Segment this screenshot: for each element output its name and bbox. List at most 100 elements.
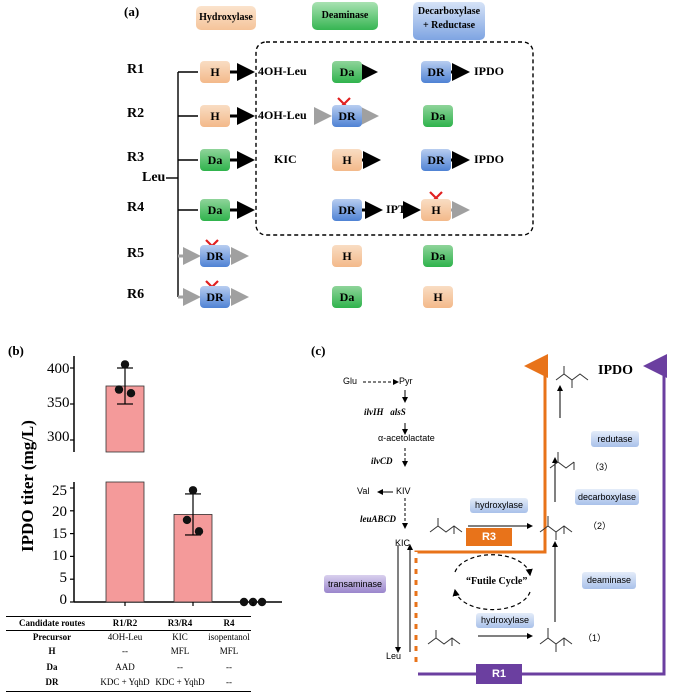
leuabcd-label: leuABCD	[360, 514, 397, 524]
ytick-20: 20	[52, 504, 67, 520]
leu-pathway-label: Leu	[386, 651, 402, 661]
r6-hydroxylase: H	[423, 286, 453, 308]
data-point	[194, 527, 204, 536]
row-label-r3: R3	[127, 150, 145, 165]
table-row-precursor: Precursor	[32, 632, 72, 642]
r3-deaminase: Da	[200, 149, 230, 171]
kiv-label: KIV	[396, 486, 411, 496]
table-cell: 4OH-Leu	[107, 632, 143, 642]
header-decarboxylase: Decarboxylase	[417, 6, 481, 17]
table-row-dr: DR	[45, 677, 59, 687]
upstream-arrows	[363, 379, 563, 653]
acetolactate-label: α-acetolactate	[378, 433, 435, 443]
hydroxylase-box-bottom: hydroxylase	[476, 613, 534, 628]
table-header-rule	[6, 630, 251, 631]
data-point	[239, 597, 249, 607]
r1-hydroxylase: H	[200, 61, 230, 83]
header-decarboxylase-reductase: Decarboxylase + Reductase	[413, 2, 485, 40]
ytick-300: 300	[47, 429, 70, 445]
r3-route-label: R3	[466, 528, 512, 546]
ytick-5: 5	[59, 570, 68, 586]
r2-decarboxylase-reductase: DR	[332, 105, 362, 127]
glu-label: Glu	[343, 376, 358, 386]
table-cell: --	[226, 662, 232, 672]
table-cell: --	[122, 646, 128, 656]
ipdo-title: IPDO	[598, 363, 633, 378]
table-cell: KDC + YqhD	[155, 677, 205, 687]
table-header-r4: R4	[223, 618, 235, 628]
table-header-r1r2: R1/R2	[112, 618, 138, 628]
table-bottom-rule	[6, 691, 251, 692]
r1-route-label: R1	[476, 664, 522, 684]
r2-deaminase: Da	[423, 105, 453, 127]
data-point	[120, 360, 130, 369]
table-cell: AAD	[115, 662, 135, 672]
ytick-15: 15	[52, 526, 67, 542]
r1-4oh-leu: 4OH-Leu	[258, 64, 307, 78]
data-point	[114, 385, 124, 394]
val-label: Val	[357, 486, 370, 496]
r3-hydroxylase: H	[332, 149, 362, 171]
bar-chart	[60, 356, 282, 607]
ytick-0: 0	[59, 592, 68, 608]
r4-deaminase: Da	[200, 199, 230, 221]
pyr-label: Pyr	[399, 376, 413, 386]
data-point	[188, 486, 198, 495]
table-header-routes: Candidate routes	[18, 618, 86, 628]
header-reductase: + Reductase	[422, 20, 476, 31]
table-row-h: H	[48, 646, 56, 656]
decarboxylase-box: decarboxylase	[575, 489, 639, 505]
data-point	[182, 515, 192, 525]
panel-c-label: (c)	[311, 343, 326, 358]
table-cell: MFL	[219, 646, 239, 656]
r6-deaminase: Da	[332, 286, 362, 308]
r3-kic: KIC	[274, 152, 297, 166]
leu-label: Leu	[142, 170, 166, 185]
table-row-da: Da	[46, 662, 58, 672]
compound-number-3: （3）	[590, 462, 614, 472]
r1-ipdo: IPDO	[474, 64, 504, 78]
table-cell: --	[226, 677, 232, 687]
r4-hydroxylase: H	[421, 199, 451, 221]
ilvcd-label: ilvCD	[371, 456, 393, 466]
r1-route-line	[418, 354, 667, 676]
panel-a-diagram	[166, 41, 534, 306]
r1-decarboxylase-reductase: DR	[421, 61, 451, 83]
header-hydroxylase: Hydroxylase	[196, 6, 256, 30]
r3-ipdo: IPDO	[474, 152, 504, 166]
r3-decarboxylase-reductase: DR	[421, 149, 451, 171]
compound-number-1: （1）	[583, 633, 607, 643]
row-label-r6: R6	[127, 287, 145, 302]
table-cell: isopentanol	[208, 632, 250, 642]
r1-deaminase: Da	[332, 61, 362, 83]
ytick-350: 350	[47, 395, 70, 411]
table-top-rule	[6, 616, 251, 617]
header-deaminase: Deaminase	[312, 2, 378, 30]
r5-deaminase: Da	[423, 245, 453, 267]
row-label-r4: R4	[127, 200, 145, 215]
row-label-r5: R5	[127, 246, 145, 261]
r5-hydroxylase: H	[332, 245, 362, 267]
table-header-r3r4: R3/R4	[167, 618, 193, 628]
r2-hydroxylase: H	[200, 105, 230, 127]
r2-4oh-leu: 4OH-Leu	[258, 108, 307, 122]
row-label-r1: R1	[127, 62, 145, 77]
futile-cycle-arrow-bottom	[452, 588, 531, 611]
dashed-box	[255, 41, 534, 236]
ytick-25: 25	[52, 483, 67, 499]
ilvih-alss-label: ilvIH alsS	[364, 407, 406, 417]
r6-decarboxylase-reductase: DR	[200, 286, 230, 308]
arrows-blocked	[178, 107, 470, 306]
axis-break-gap	[60, 453, 160, 481]
molecule-structures	[427, 366, 589, 652]
arrows-active	[230, 63, 470, 219]
table-cell: KDC + YqhD	[100, 677, 150, 687]
r5-decarboxylase-reductase: DR	[200, 245, 230, 267]
data-point	[126, 389, 136, 398]
table-cell: KIC	[172, 632, 188, 642]
ytick-400: 400	[47, 361, 70, 377]
ytick-10: 10	[52, 548, 67, 564]
panel-b-label: (b)	[8, 343, 24, 358]
r4-decarboxylase-reductase: DR	[332, 199, 362, 221]
panel-a-label: (a)	[124, 4, 140, 19]
